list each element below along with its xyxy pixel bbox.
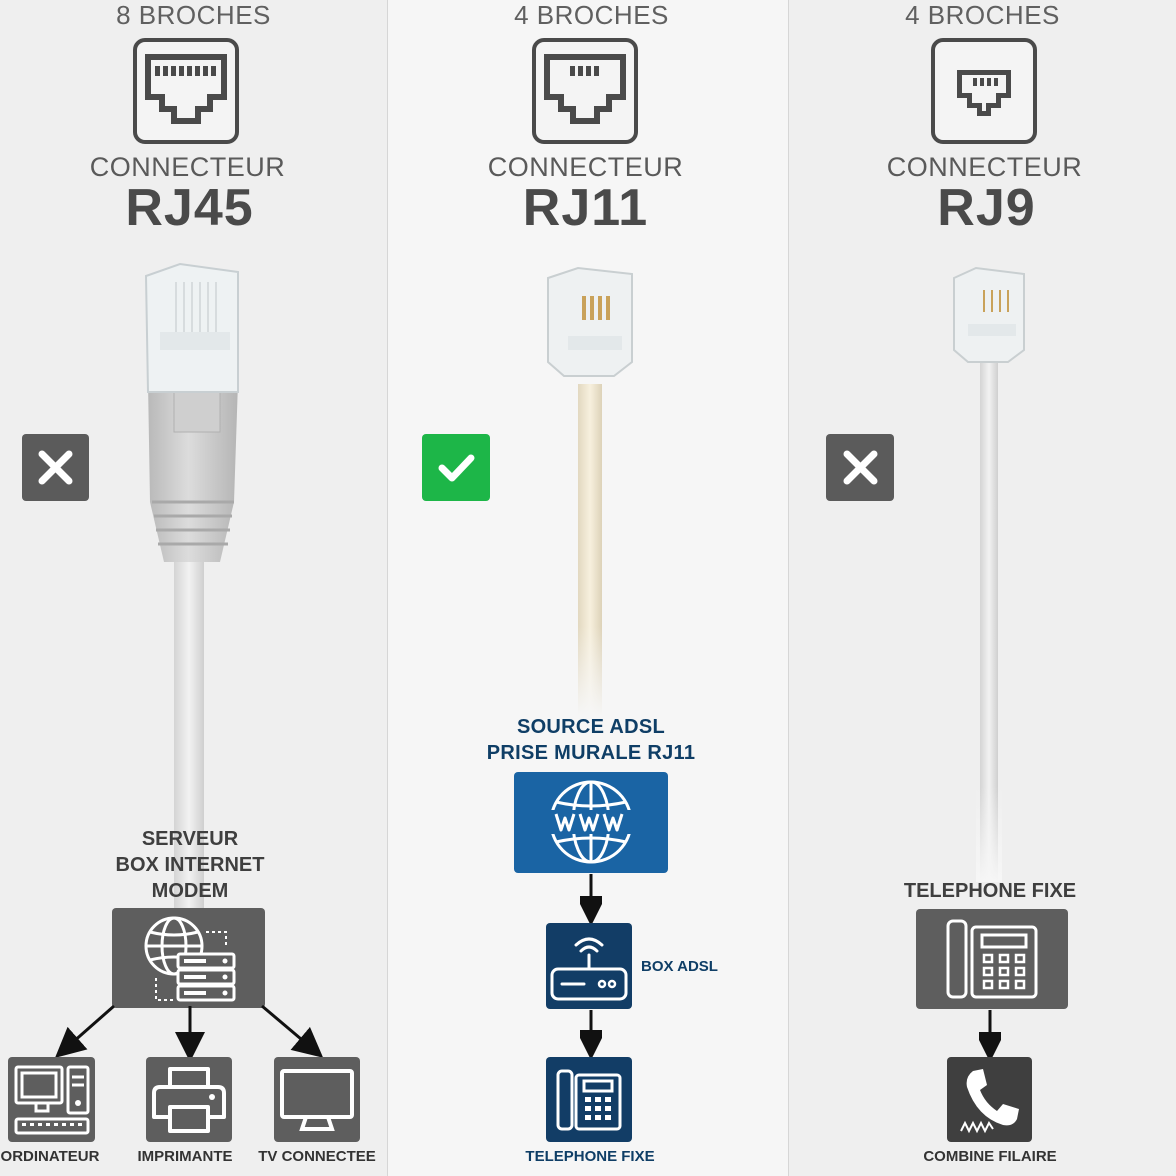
cable-rj45-image <box>140 262 246 922</box>
phone-icon <box>946 919 1038 999</box>
connector-label-rj9: CONNECTEUR <box>886 152 1083 182</box>
landline-phone-device <box>546 1057 632 1142</box>
globe-server-icon <box>144 916 236 1002</box>
handset-label: COMBINE FILAIRE <box>923 1148 1057 1165</box>
divider-left <box>387 0 388 1176</box>
cable-rj9-image <box>950 266 1030 882</box>
internet-source-box <box>514 772 668 873</box>
device-label-printer: IMPRIMANTE <box>137 1148 233 1165</box>
source-title-rj11: SOURCE ADSL PRISE MURALE RJ11 <box>486 716 696 764</box>
device-label-computer: ORDINATEUR <box>0 1148 100 1165</box>
socket-rj11-icon <box>532 38 638 144</box>
printer-icon <box>152 1067 226 1133</box>
server-modem-box <box>112 908 265 1008</box>
connector-name-rj45: RJ45 <box>125 179 254 237</box>
pin-count-rj11: 4 BROCHES <box>514 0 669 30</box>
socket-rj45-icon <box>133 38 239 144</box>
pin-count-rj45: 8 BROCHES <box>116 0 271 30</box>
www-globe-icon <box>548 780 634 864</box>
printer-device <box>146 1057 232 1142</box>
handset-icon <box>960 1069 1019 1134</box>
cross-icon <box>38 450 73 485</box>
incompatible-badge-rj9 <box>826 434 894 501</box>
arrow-rj9 <box>979 1008 1001 1060</box>
connector-name-rj11: RJ11 <box>522 179 649 237</box>
computer-icon <box>14 1065 90 1135</box>
arrows-rj11 <box>580 872 602 1058</box>
connector-label-rj11: CONNECTEUR <box>487 152 684 182</box>
landline-phone-box-rj9 <box>916 909 1068 1009</box>
router-icon <box>550 937 628 1001</box>
arrows-rj45 <box>40 1004 340 1064</box>
cross-icon <box>843 450 878 485</box>
computer-device <box>8 1057 95 1142</box>
tv-device <box>274 1057 360 1142</box>
check-icon <box>438 454 475 482</box>
incompatible-badge-rj45 <box>22 434 89 501</box>
socket-rj9-icon <box>931 38 1037 144</box>
connector-label-rj45: CONNECTEUR <box>89 152 286 182</box>
phone-icon <box>556 1069 622 1131</box>
device-label-tv: TV CONNECTEE <box>258 1148 376 1165</box>
device-title-rj45: SERVEUR BOX INTERNET MODEM <box>115 828 265 902</box>
handset-device <box>947 1057 1032 1142</box>
cable-rj11-image <box>544 266 636 716</box>
device-title-rj9: TELEPHONE FIXE <box>903 880 1077 902</box>
connector-name-rj9: RJ9 <box>937 179 1036 237</box>
pin-count-rj9: 4 BROCHES <box>905 0 1060 30</box>
divider-right <box>788 0 789 1176</box>
tv-icon <box>280 1069 354 1131</box>
adsl-box-device <box>546 923 632 1009</box>
compatible-badge-rj11 <box>422 434 490 501</box>
adsl-box-label: BOX ADSL <box>641 958 718 975</box>
landline-phone-label: TELEPHONE FIXE <box>525 1148 655 1165</box>
